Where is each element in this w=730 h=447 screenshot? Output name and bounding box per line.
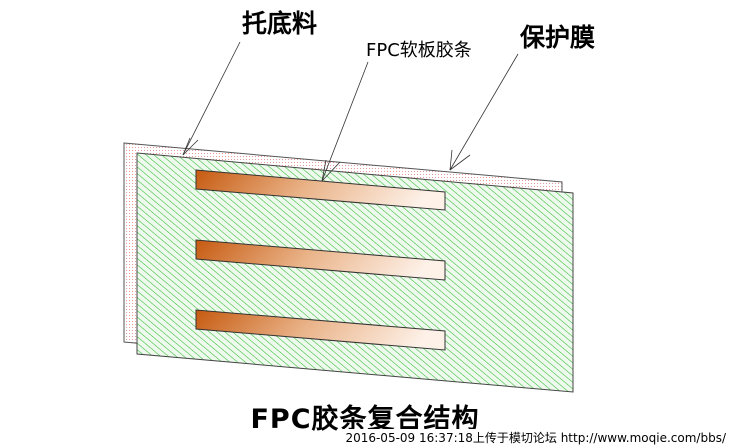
upload-watermark: 2016-05-09 16:37:18上传于模切论坛 http://www.mo…	[343, 429, 728, 446]
fpc-strip-1	[195, 169, 446, 211]
label-fpc-strip: FPC软板胶条	[366, 40, 472, 61]
leader-lines	[182, 41, 519, 182]
fpc-strip-3	[195, 309, 446, 351]
fpc-strip-2	[195, 239, 446, 281]
label-base: 托底料	[242, 9, 318, 38]
label-protective-film: 保护膜	[520, 23, 596, 52]
